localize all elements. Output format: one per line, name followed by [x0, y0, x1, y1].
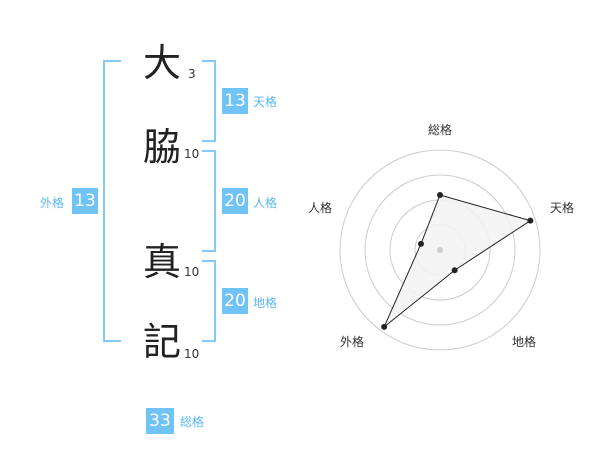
gaikaku-label: 外格 — [40, 196, 65, 210]
radar-label-jinkaku: 人格 — [308, 200, 332, 215]
radar-point-soukaku — [437, 192, 443, 198]
radar-ring — [339, 149, 541, 351]
radar-label-soukaku: 総格 — [428, 122, 452, 137]
radar-label-chikaku: 地格 — [512, 334, 536, 349]
radar-rings — [339, 149, 541, 351]
jinkaku-value-badge: 20 — [222, 188, 248, 214]
radar-label-gaikaku: 外格 — [340, 334, 364, 349]
radar-point-tenkaku — [527, 217, 534, 224]
soukaku-label: 総格 — [180, 415, 205, 429]
stroke-count-1: 3 — [188, 67, 196, 81]
radar-polygon — [383, 194, 532, 328]
stroke-count-4: 10 — [184, 347, 200, 361]
soukaku-value-badge: 33 — [146, 408, 174, 434]
gaikaku-value-badge: 13 — [72, 188, 98, 214]
chikaku-value-badge: 20 — [222, 288, 248, 314]
radar-point-gaikaku — [381, 323, 388, 330]
name-char-1: 大 — [143, 41, 182, 85]
name-char-2: 脇 — [143, 125, 182, 169]
radar-point-chikaku — [451, 267, 458, 274]
radar-point-jinkaku — [417, 240, 424, 247]
name-char-4: 記 — [143, 320, 182, 364]
chikaku-bracket — [202, 260, 216, 342]
chikaku-label: 地格 — [253, 296, 278, 310]
jinkaku-label: 人格 — [253, 196, 278, 210]
tenkaku-label: 天格 — [253, 95, 278, 109]
stroke-count-2: 10 — [184, 147, 200, 161]
radar-center-dot — [437, 247, 443, 253]
gaikaku-bracket — [103, 60, 121, 342]
radar-ring — [364, 174, 516, 326]
stroke-count-3: 10 — [184, 265, 200, 279]
radar-label-tenkaku: 天格 — [550, 200, 574, 215]
tenkaku-value-badge: 13 — [222, 88, 248, 114]
name-char-3: 真 — [143, 240, 182, 284]
radar-points — [381, 192, 534, 330]
jinkaku-bracket — [202, 150, 216, 252]
tenkaku-bracket — [202, 60, 216, 142]
